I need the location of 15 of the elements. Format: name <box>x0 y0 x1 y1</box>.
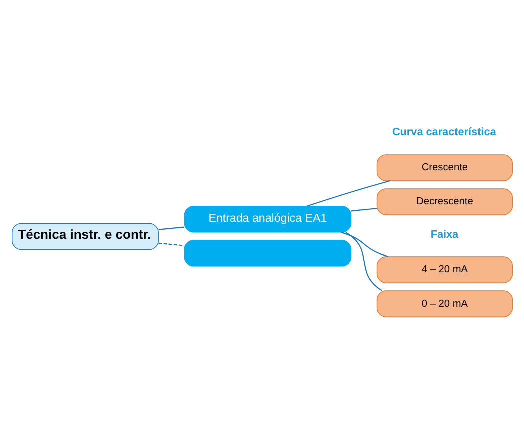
node-box <box>184 240 352 266</box>
node-box: Técnica instr. e contr. <box>12 222 158 250</box>
connector <box>345 231 382 291</box>
label: Curva característica <box>392 126 496 138</box>
connector <box>350 208 377 212</box>
node-box: 0 – 20 mA <box>376 290 512 317</box>
connector <box>158 242 184 246</box>
connector <box>306 180 390 206</box>
node-box: 4 – 20 mA <box>376 256 512 283</box>
node-box: Crescente <box>376 154 512 181</box>
connector <box>158 226 184 230</box>
node-box: Decrescente <box>376 188 512 215</box>
label: Faixa <box>430 228 458 240</box>
connector <box>340 231 388 257</box>
node-box: Entrada analógica EA1 <box>184 205 352 232</box>
